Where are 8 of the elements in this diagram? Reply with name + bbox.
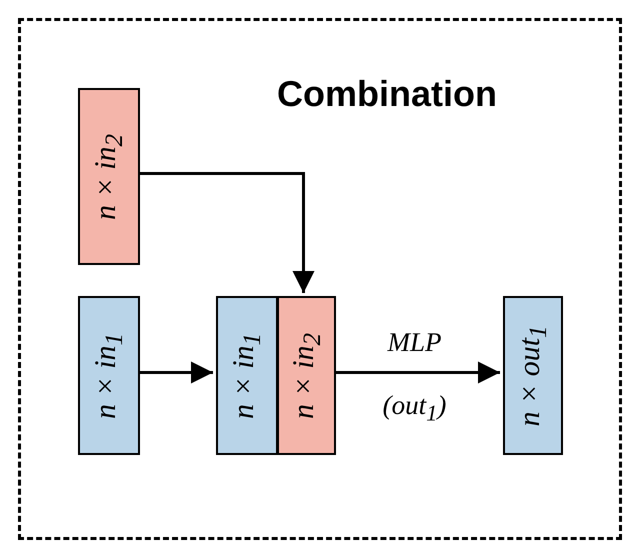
matrix-box [78, 88, 140, 265]
edge-label: MLP (out$_{1}$) [382, 326, 448, 428]
dashed-frame [18, 18, 622, 540]
matrix-box [503, 296, 563, 455]
matrix-box [78, 296, 140, 455]
title: Combination [277, 76, 497, 112]
matrix-box [216, 296, 278, 455]
matrix-box [277, 296, 336, 455]
